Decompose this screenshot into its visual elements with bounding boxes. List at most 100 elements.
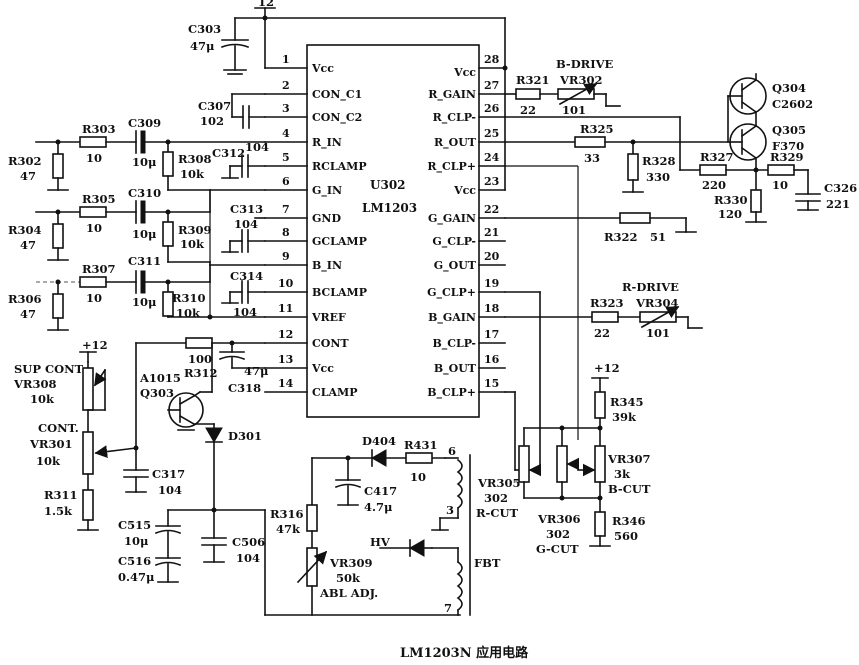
pin-name: R_CLP- xyxy=(433,111,476,125)
svg-text:7: 7 xyxy=(444,601,452,615)
transistor-q303: A1015 Q303 xyxy=(139,342,215,431)
pin-num: 7 xyxy=(282,203,290,216)
r-clamp-link xyxy=(504,116,701,171)
right-vcc-links xyxy=(502,65,508,191)
output-stage-network: R327 220 R329 10 R330 120 C326 221 xyxy=(699,150,857,223)
svg-text:G-CUT: G-CUT xyxy=(536,542,579,556)
svg-text:10μ: 10μ xyxy=(132,155,157,169)
svg-text:B-CUT: B-CUT xyxy=(608,482,651,496)
svg-text:3k: 3k xyxy=(614,467,631,481)
svg-text:C417: C417 xyxy=(364,484,397,498)
pin-num: 26 xyxy=(484,102,500,115)
pin-name: Vcc xyxy=(453,184,476,197)
pin-num: 19 xyxy=(484,277,499,290)
svg-text:HV: HV xyxy=(370,535,391,549)
svg-text:302: 302 xyxy=(484,491,508,505)
fbt-transformer: 6 3 7 FBT HV xyxy=(370,444,501,616)
svg-text:R303: R303 xyxy=(82,122,116,136)
svg-text:22: 22 xyxy=(520,103,536,117)
svg-text:47μ: 47μ xyxy=(190,39,215,53)
svg-text:50k: 50k xyxy=(336,571,361,585)
svg-text:VR309: VR309 xyxy=(329,556,373,570)
svg-text:102: 102 xyxy=(200,114,224,128)
r-out-network: R325 33 R328 330 xyxy=(504,122,731,193)
pin-num: 16 xyxy=(484,353,500,366)
cut-pots: +12 R345 39k VR307 3k B-CUT R346 xyxy=(476,361,651,556)
svg-text:10: 10 xyxy=(86,221,102,235)
svg-text:C310: C310 xyxy=(128,186,161,200)
pin-name: B_IN xyxy=(312,259,342,273)
svg-text:SUP CONT: SUP CONT xyxy=(14,362,84,376)
svg-text:C506: C506 xyxy=(232,535,265,549)
pin-num: 14 xyxy=(278,377,294,390)
svg-text:C317: C317 xyxy=(152,467,185,481)
g-gain-network: R322 51 xyxy=(504,212,697,244)
svg-text:C516: C516 xyxy=(118,554,151,568)
svg-text:220: 220 xyxy=(702,178,726,192)
pin-name: GND xyxy=(312,212,341,225)
svg-text:+12: +12 xyxy=(82,338,108,352)
svg-text:CONT.: CONT. xyxy=(38,421,79,435)
pin-num: 15 xyxy=(484,377,499,390)
r-input-network: R303 10 C309 10μ R302 47 R308 10k xyxy=(8,116,266,191)
r-clamp-plus-link xyxy=(505,165,579,440)
svg-text:R306: R306 xyxy=(8,292,42,306)
capacitor-c303: C303 47μ xyxy=(188,17,250,75)
capacitor-c312: C312 104 xyxy=(212,140,269,179)
svg-text:C2602: C2602 xyxy=(772,97,813,111)
ic-ref: U302 xyxy=(370,178,406,192)
pin-name: Vcc xyxy=(311,362,334,375)
svg-text:10: 10 xyxy=(772,178,788,192)
pin-name: B_OUT xyxy=(434,362,477,376)
transistor-q304: Q304 C2602 xyxy=(727,73,813,143)
pin-num: 12 xyxy=(278,328,293,341)
svg-text:R329: R329 xyxy=(770,150,804,164)
svg-text:3: 3 xyxy=(446,503,454,517)
svg-text:104: 104 xyxy=(236,551,260,565)
svg-text:221: 221 xyxy=(826,197,850,211)
pin-num: 17 xyxy=(484,328,499,341)
b-drive-network: B-DRIVE VR302 R321 22 101 xyxy=(504,57,621,117)
pin-name: CONT xyxy=(312,337,349,350)
pin-name: BCLAMP xyxy=(312,286,367,299)
supply-top-label: 12 xyxy=(258,0,274,9)
svg-text:B-DRIVE: B-DRIVE xyxy=(556,57,614,71)
pin-num: 23 xyxy=(484,175,499,188)
svg-text:22: 22 xyxy=(594,326,610,340)
svg-text:ABL ADJ.: ABL ADJ. xyxy=(319,586,378,600)
ic-left-pins xyxy=(264,67,308,393)
svg-text:A1015: A1015 xyxy=(139,371,181,385)
svg-text:0.47μ: 0.47μ xyxy=(118,570,155,584)
svg-text:10: 10 xyxy=(86,151,102,165)
svg-text:R311: R311 xyxy=(44,488,78,502)
pin-name: G_IN xyxy=(312,184,342,198)
capacitor-c317: C317 104 xyxy=(123,447,185,497)
svg-text:F370: F370 xyxy=(772,139,804,153)
svg-text:FBT: FBT xyxy=(474,556,501,570)
svg-text:101: 101 xyxy=(562,103,586,117)
svg-text:C314: C314 xyxy=(230,269,263,283)
pin-num: 11 xyxy=(278,302,293,315)
svg-text:R307: R307 xyxy=(82,262,116,276)
svg-text:10: 10 xyxy=(86,291,102,305)
svg-text:D301: D301 xyxy=(228,429,262,443)
fbt-sample-network: D404 R431 10 C417 4.7μ xyxy=(334,434,438,514)
svg-text:C309: C309 xyxy=(128,116,161,130)
svg-text:10k: 10k xyxy=(180,167,205,181)
pin-num: 25 xyxy=(484,127,499,140)
ic-right-pin-labels: 28 Vcc 27 R_GAIN 26 R_CLP- 25 R_OUT 24 R… xyxy=(427,53,500,400)
svg-text:10k: 10k xyxy=(36,454,61,468)
svg-text:C303: C303 xyxy=(188,22,221,36)
svg-text:R312: R312 xyxy=(184,366,218,380)
svg-text:R431: R431 xyxy=(404,438,438,452)
pin-num: 5 xyxy=(282,151,290,164)
capacitor-c313: C313 104 xyxy=(221,202,266,253)
svg-text:+12: +12 xyxy=(594,361,620,375)
svg-text:VR307: VR307 xyxy=(607,452,651,466)
svg-text:C326: C326 xyxy=(824,181,857,195)
svg-text:R302: R302 xyxy=(8,154,42,168)
svg-text:104: 104 xyxy=(158,483,182,497)
svg-text:47: 47 xyxy=(20,238,36,252)
ic-lm1203: U302 LM1203 xyxy=(306,44,480,418)
